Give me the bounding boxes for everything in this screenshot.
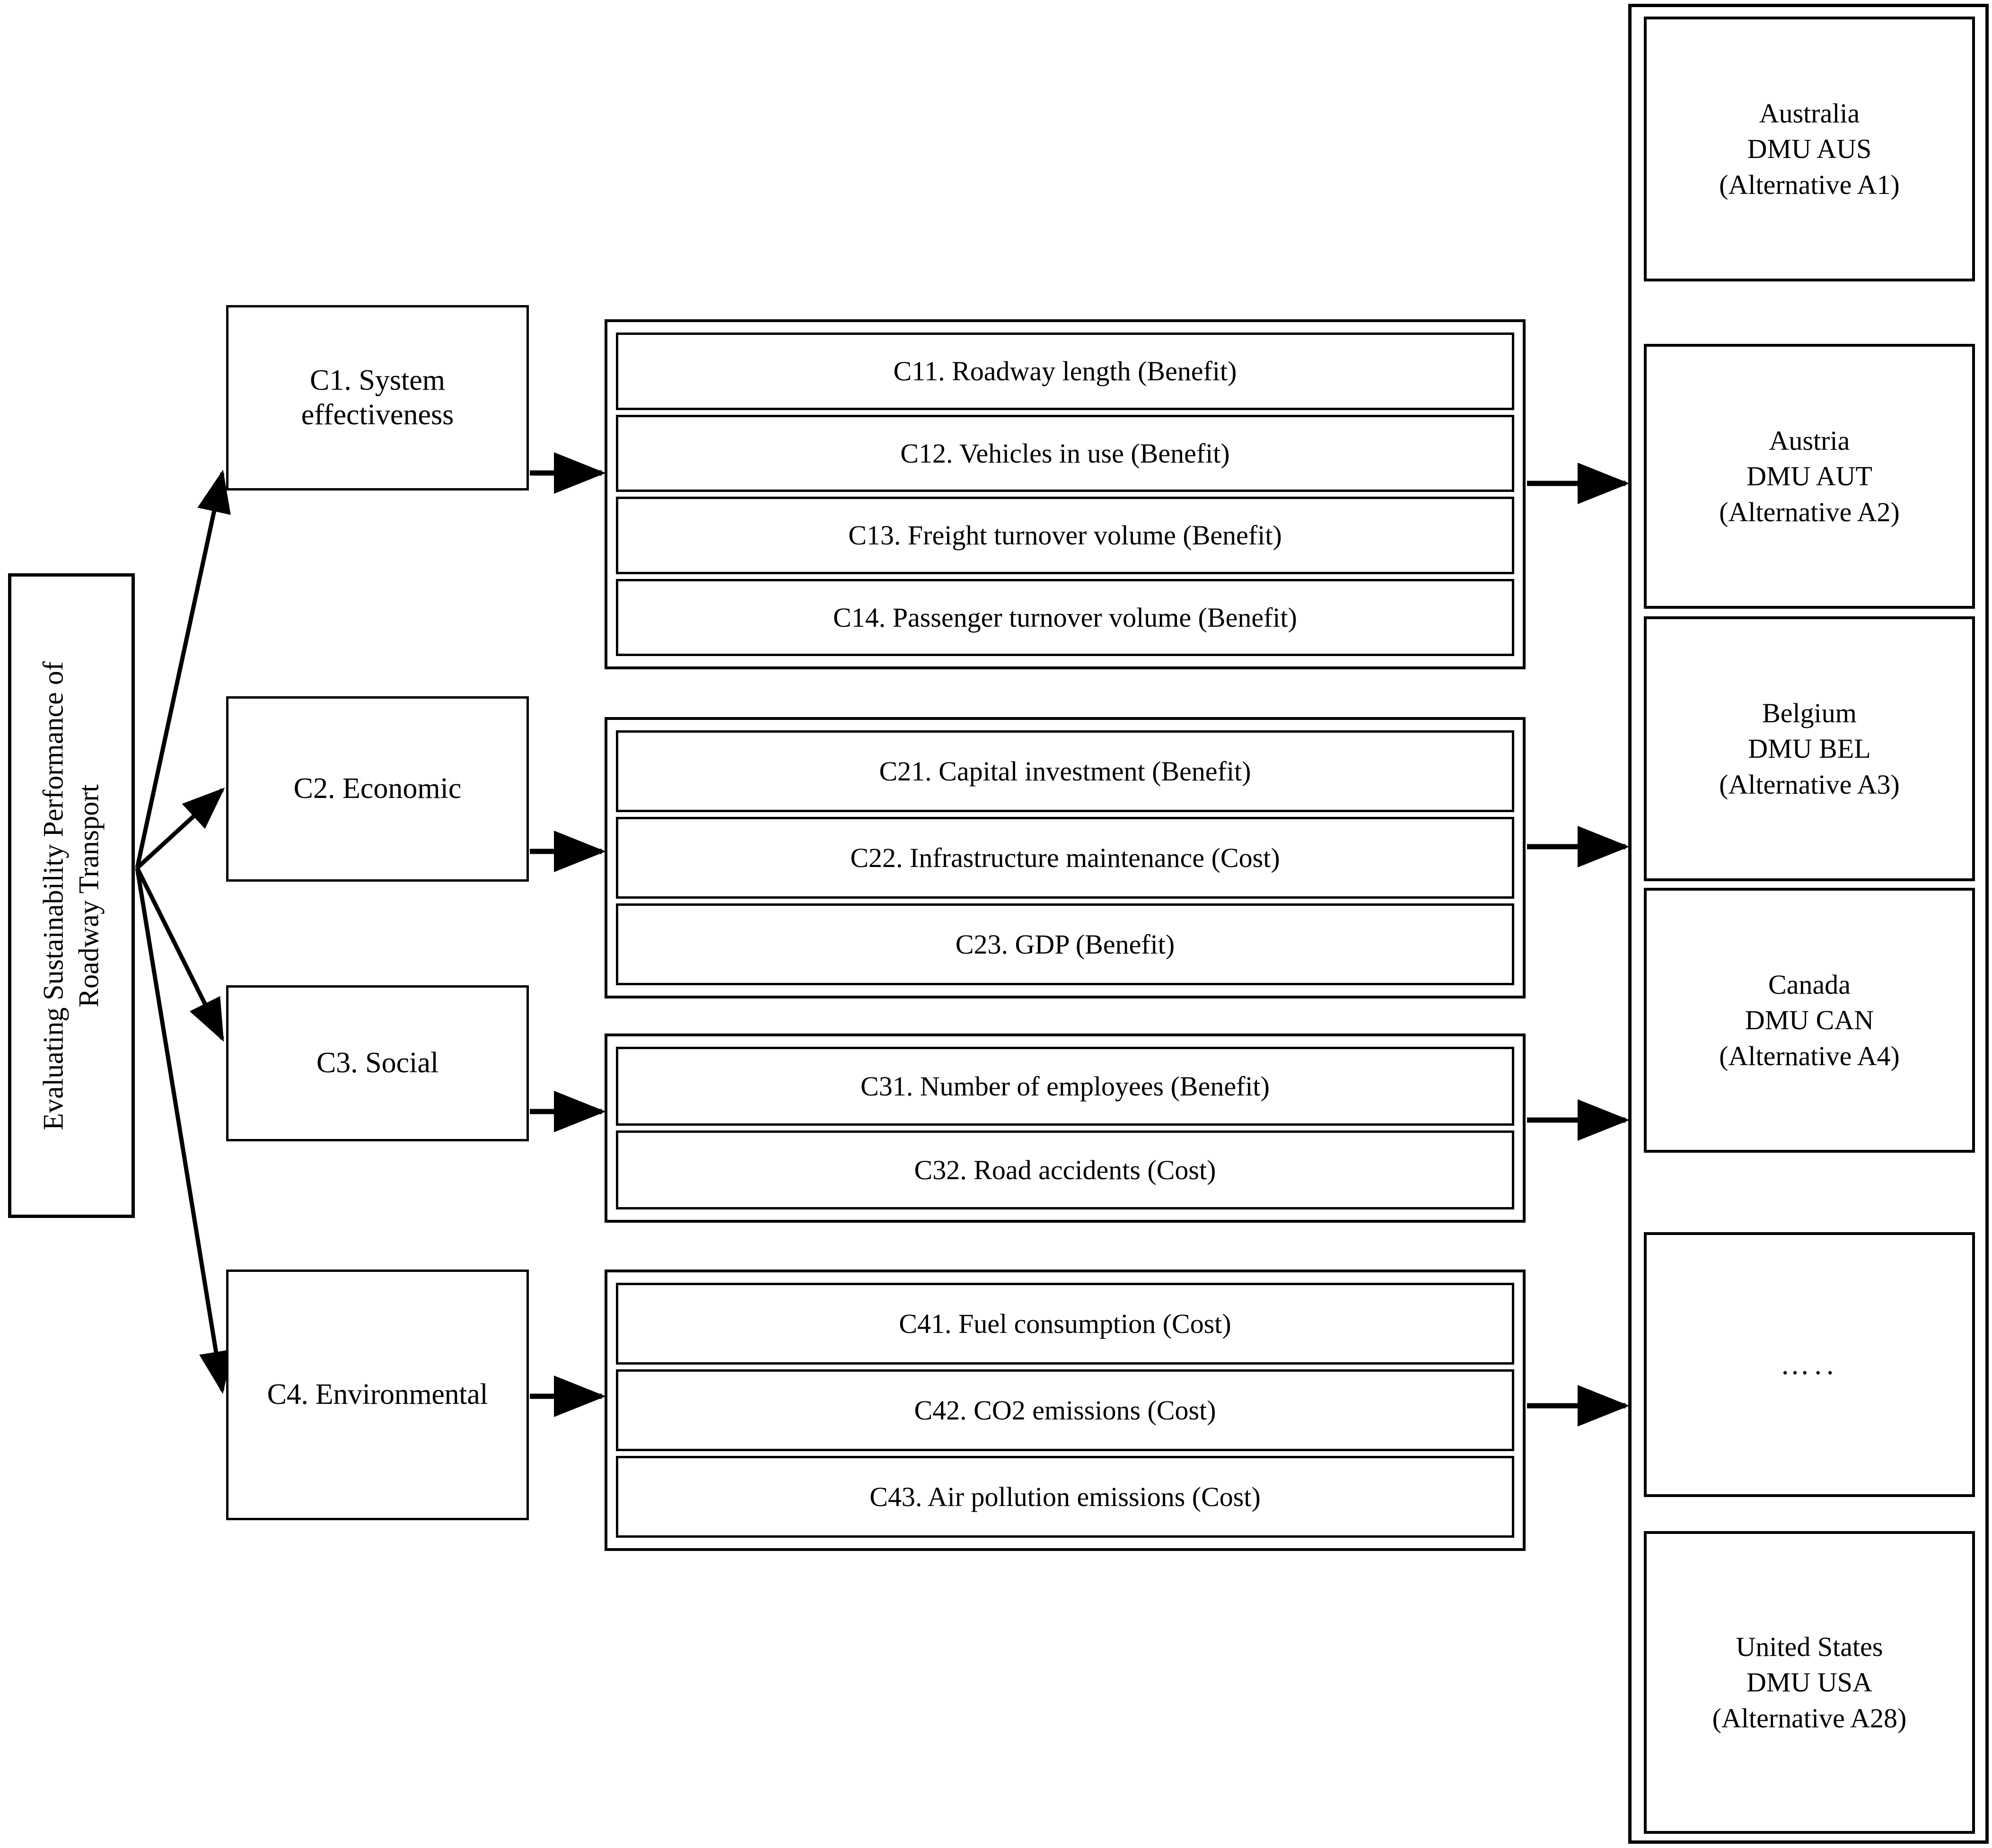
subcriteria-label: C43. Air pollution emissions (Cost) — [869, 1481, 1261, 1512]
subcriteria-item[interactable]: C41. Fuel consumption (Cost) — [616, 1283, 1514, 1365]
alternative-dmu: DMU CAN — [1745, 1005, 1874, 1036]
alternative-text: Austria DMU AUT (Alternative A2) — [1719, 423, 1900, 530]
subcriteria-item[interactable]: C11. Roadway length (Benefit) — [616, 333, 1514, 410]
alternative-country: Canada — [1768, 969, 1851, 1000]
subcriteria-item[interactable]: C43. Air pollution emissions (Cost) — [616, 1456, 1514, 1538]
subcriteria-item[interactable]: C23. GDP (Benefit) — [616, 903, 1514, 985]
alternative-text: Belgium DMU BEL (Alternative A3) — [1719, 695, 1900, 802]
alternative-id: (Alternative A2) — [1719, 496, 1900, 527]
criteria-box-c4[interactable]: C4. Environmental — [226, 1270, 529, 1520]
alternative-text: Canada DMU CAN (Alternative A4) — [1719, 967, 1900, 1074]
subcriteria-item[interactable]: C14. Passenger turnover volume (Benefit) — [616, 578, 1514, 656]
subcriteria-label: C11. Roadway length (Benefit) — [893, 356, 1237, 387]
goal-box[interactable]: Evaluating Sustainability Performance of… — [8, 573, 135, 1218]
alternative-box-a2[interactable]: Austria DMU AUT (Alternative A2) — [1644, 344, 1975, 609]
criteria-label-c3: C3. Social — [316, 1047, 439, 1079]
criteria-label-c2: C2. Economic — [293, 772, 462, 805]
criteria-box-c1[interactable]: C1. System effectiveness — [226, 305, 529, 490]
subcriteria-label: C41. Fuel consumption (Cost) — [899, 1308, 1231, 1339]
subcriteria-label: C23. GDP (Benefit) — [955, 929, 1175, 960]
alternative-dmu: DMU AUT — [1746, 461, 1872, 492]
subcriteria-item[interactable]: C31. Number of employees (Benefit) — [616, 1047, 1514, 1126]
alternative-country: Austria — [1769, 425, 1850, 456]
subcriteria-label: C21. Capital investment (Benefit) — [879, 756, 1251, 787]
subcriteria-item[interactable]: C32. Road accidents (Cost) — [616, 1130, 1514, 1209]
subcriteria-item[interactable]: C42. CO2 emissions (Cost) — [616, 1369, 1514, 1451]
alternative-country: Belgium — [1762, 697, 1857, 728]
criteria-label-c1: C1. System effectiveness — [301, 364, 454, 431]
alternative-box-a28[interactable]: United States DMU USA (Alternative A28) — [1644, 1531, 1975, 1834]
alternatives-container: Australia DMU AUS (Alternative A1) Austr… — [1628, 4, 1989, 1844]
arrow-goal-to-c4 — [135, 867, 233, 1394]
subcriteria-item[interactable]: C13. Freight turnover volume (Benefit) — [616, 497, 1514, 574]
alternative-country: United States — [1736, 1631, 1883, 1662]
criteria-box-c3[interactable]: C3. Social — [226, 985, 529, 1141]
arrow-goal-to-c1 — [135, 469, 231, 868]
alternative-id: (Alternative A1) — [1719, 169, 1900, 200]
arrow-goal-to-c2 — [135, 788, 225, 870]
alternative-dmu: DMU BEL — [1748, 733, 1871, 764]
subcriteria-item[interactable]: C21. Capital investment (Benefit) — [616, 730, 1514, 812]
alternative-text: Australia DMU AUS (Alternative A1) — [1719, 96, 1900, 202]
alternative-id: (Alternative A28) — [1712, 1702, 1907, 1734]
alternative-country: Australia — [1759, 97, 1860, 129]
subcriteria-item[interactable]: C22. Infrastructure maintenance (Cost) — [616, 817, 1514, 899]
subcriteria-group-c3: C31. Number of employees (Benefit) C32. … — [605, 1033, 1526, 1223]
alternative-id: (Alternative A3) — [1719, 769, 1900, 800]
alternative-id: (Alternative A4) — [1719, 1040, 1900, 1071]
alternative-box-ellipsis[interactable]: ….. — [1644, 1232, 1975, 1497]
alternative-box-a1[interactable]: Australia DMU AUS (Alternative A1) — [1644, 17, 1975, 281]
subcriteria-group-c2: C21. Capital investment (Benefit) C22. I… — [605, 717, 1526, 998]
subcriteria-label: C31. Number of employees (Benefit) — [860, 1071, 1270, 1102]
criteria-box-c2[interactable]: C2. Economic — [226, 696, 529, 882]
subcriteria-label: C42. CO2 emissions (Cost) — [914, 1395, 1216, 1426]
ellipsis-label: ….. — [1780, 1348, 1839, 1381]
subcriteria-group-c4: C41. Fuel consumption (Cost) C42. CO2 em… — [605, 1270, 1526, 1551]
subcriteria-label: C32. Road accidents (Cost) — [914, 1155, 1216, 1185]
alternative-box-a4[interactable]: Canada DMU CAN (Alternative A4) — [1644, 888, 1975, 1153]
subcriteria-label: C12. Vehicles in use (Benefit) — [900, 438, 1230, 469]
subcriteria-label: C13. Freight turnover volume (Benefit) — [848, 520, 1282, 551]
subcriteria-group-c1: C11. Roadway length (Benefit) C12. Vehic… — [605, 319, 1526, 669]
subcriteria-label: C22. Infrastructure maintenance (Cost) — [850, 842, 1280, 873]
alternative-text: United States DMU USA (Alternative A28) — [1712, 1629, 1907, 1736]
goal-label: Evaluating Sustainability Performance of… — [38, 661, 105, 1130]
arrow-goal-to-c3 — [135, 867, 225, 1042]
subcriteria-label: C14. Passenger turnover volume (Benefit) — [833, 602, 1297, 633]
subcriteria-item[interactable]: C12. Vehicles in use (Benefit) — [616, 414, 1514, 492]
alternative-dmu: DMU AUS — [1747, 133, 1872, 165]
criteria-label-c4: C4. Environmental — [267, 1378, 488, 1411]
alternative-dmu: DMU USA — [1746, 1667, 1872, 1698]
alternative-box-a3[interactable]: Belgium DMU BEL (Alternative A3) — [1644, 616, 1975, 881]
